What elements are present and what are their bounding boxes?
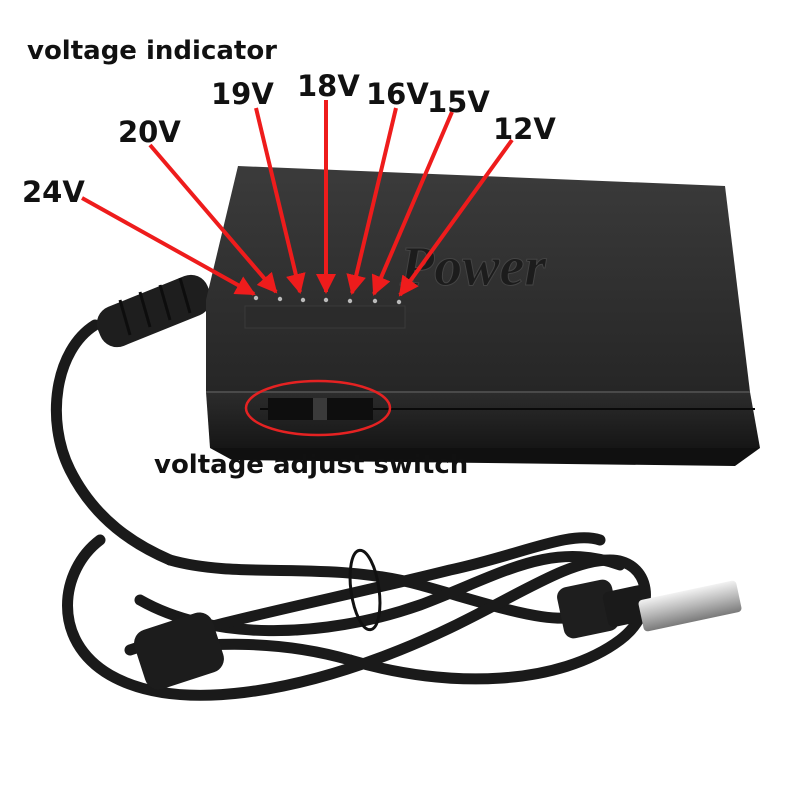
arrow-12v bbox=[398, 138, 514, 297]
label-15v: 15V bbox=[427, 85, 490, 119]
cable-tie bbox=[348, 548, 382, 632]
label-18v: 18V bbox=[297, 69, 360, 103]
switch-highlight-ellipse bbox=[244, 379, 392, 437]
voltage-adjust-switch-label: voltage adjust switch bbox=[154, 450, 469, 480]
label-12v: 12V bbox=[493, 112, 556, 146]
strain-relief bbox=[96, 274, 212, 348]
ferrite-bead bbox=[134, 612, 224, 690]
arrow-19v bbox=[254, 107, 306, 294]
arrow-24v bbox=[81, 196, 256, 296]
indicator-arrows bbox=[81, 100, 514, 297]
arrow-20v bbox=[148, 143, 278, 294]
brand-embossed: Power bbox=[399, 236, 547, 298]
label-16v: 16V bbox=[366, 77, 429, 111]
arrow-15v bbox=[371, 111, 454, 296]
adapter-body bbox=[206, 166, 760, 466]
voltage-indicator-title: voltage indicator bbox=[27, 36, 278, 66]
label-24v: 24V bbox=[22, 175, 85, 209]
dc-plug bbox=[557, 579, 742, 639]
arrow-16v bbox=[346, 107, 398, 295]
label-19v: 19V bbox=[211, 77, 274, 111]
label-20v: 20V bbox=[118, 115, 181, 149]
